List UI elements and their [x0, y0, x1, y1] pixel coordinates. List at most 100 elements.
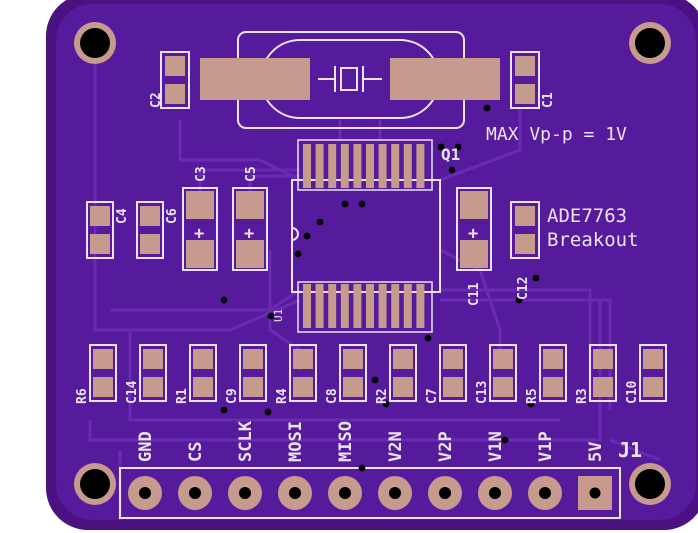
row-part-label: R1: [175, 388, 190, 404]
row-part-label: C14: [125, 380, 140, 404]
ic-pin-bottom: [340, 284, 349, 328]
header-ref-label: J1: [618, 438, 642, 462]
via: [220, 296, 228, 304]
row-part-label: C13: [475, 381, 490, 404]
header-pin-label: V1P: [536, 431, 556, 462]
row-part-label: C7: [425, 388, 440, 404]
ref-u1: U1: [272, 309, 285, 322]
ref-c3: C3: [194, 166, 209, 182]
mounting-holes: [74, 22, 671, 505]
via: [316, 218, 324, 226]
via: [371, 376, 379, 384]
board-title-line1: ADE7763: [547, 205, 627, 227]
row-part-label: C9: [225, 388, 240, 404]
via: [294, 250, 302, 258]
ic-pin-bottom: [366, 284, 374, 328]
capacitor-c3: [182, 187, 218, 271]
via: [220, 406, 228, 414]
vias: [220, 104, 540, 472]
ref-c11: C11: [467, 282, 482, 306]
header-pin-label: MISO: [336, 421, 356, 462]
crystal-ref-label: Q1: [441, 145, 460, 164]
ic-pin-bottom: [303, 284, 311, 328]
via: [358, 200, 366, 208]
row-part-label: R6: [75, 388, 90, 404]
via: [448, 166, 456, 174]
via: [437, 143, 445, 151]
passive-c7: [439, 344, 467, 402]
ref-c5: C5: [244, 166, 259, 182]
ic-pin-top: [416, 144, 425, 188]
via: [532, 274, 540, 282]
passive-r5: [539, 344, 567, 402]
row-part-label: R4: [275, 388, 290, 404]
via: [483, 104, 491, 112]
ic-pin-top: [303, 144, 311, 188]
ic-pin-top: [328, 144, 337, 188]
ic-pin-bottom: [391, 284, 400, 328]
ref-c6: C6: [165, 208, 180, 224]
passive-c8: [339, 344, 367, 402]
copper-traces: [88, 40, 661, 520]
header-pin-label: SCLK: [236, 420, 256, 462]
ref-c12: C12: [516, 277, 531, 300]
capacitor-c6: [136, 201, 164, 259]
header-pads: [128, 476, 612, 510]
ic-pin-top: [340, 144, 349, 188]
ic-pin-top: [366, 144, 374, 188]
ic-pins-top: [303, 144, 425, 188]
ref-c4: C4: [115, 208, 130, 224]
ic-ade7763: [291, 139, 441, 333]
passive-r2: [389, 344, 417, 402]
ic-pin-bottom: [416, 284, 425, 328]
ic-pin-top: [353, 144, 362, 188]
via: [267, 312, 275, 320]
row-part-label: R3: [575, 388, 590, 404]
passive-r1: [189, 344, 217, 402]
header-pin-label: 5V: [586, 442, 606, 462]
via: [341, 200, 349, 208]
capacitor-c12: [510, 201, 540, 259]
via: [527, 400, 535, 408]
capacitor-c1: [510, 51, 540, 109]
header-pin-label: V2P: [436, 431, 456, 462]
ic-pin-top: [315, 144, 324, 188]
polarity-mark-c5: +: [244, 224, 254, 244]
ref-c2: C2: [149, 92, 164, 108]
ic-pin-bottom: [328, 284, 337, 328]
ic-pin-top: [378, 144, 387, 188]
via: [382, 400, 390, 408]
passive-r3: [589, 344, 617, 402]
via: [424, 334, 432, 342]
passive-c13: [489, 344, 517, 402]
ic-pin-top: [391, 144, 400, 188]
ic-pin-top: [403, 144, 412, 188]
ic-pin-bottom: [378, 284, 387, 328]
via: [454, 143, 462, 151]
header-j1: [119, 467, 621, 519]
ic-pin-bottom: [353, 284, 362, 328]
capacitor-c5: [232, 187, 268, 271]
capacitor-c4: [86, 201, 114, 259]
passive-c10: [639, 344, 667, 402]
header-pin-label: MOSI: [286, 421, 306, 462]
row-part-label: R2: [375, 388, 390, 404]
ic-pin-bottom: [315, 284, 324, 328]
silk-labels: MAX Vp-p = 1V Q1 ADE7763 Breakout J1 C2 …: [115, 92, 642, 462]
capacitor-c2: [160, 51, 190, 109]
via: [264, 408, 272, 416]
max-vpp-note: MAX Vp-p = 1V: [486, 124, 627, 145]
via: [515, 296, 523, 304]
via: [303, 232, 311, 240]
via: [358, 464, 366, 472]
polarity-mark-c3: +: [194, 224, 204, 244]
header-pin-label: GND: [136, 431, 156, 462]
ic-pins-bottom: [303, 284, 425, 328]
passive-r4: [289, 344, 317, 402]
via: [501, 436, 509, 444]
passive-c14: [139, 344, 167, 402]
passive-c9: [239, 344, 267, 402]
